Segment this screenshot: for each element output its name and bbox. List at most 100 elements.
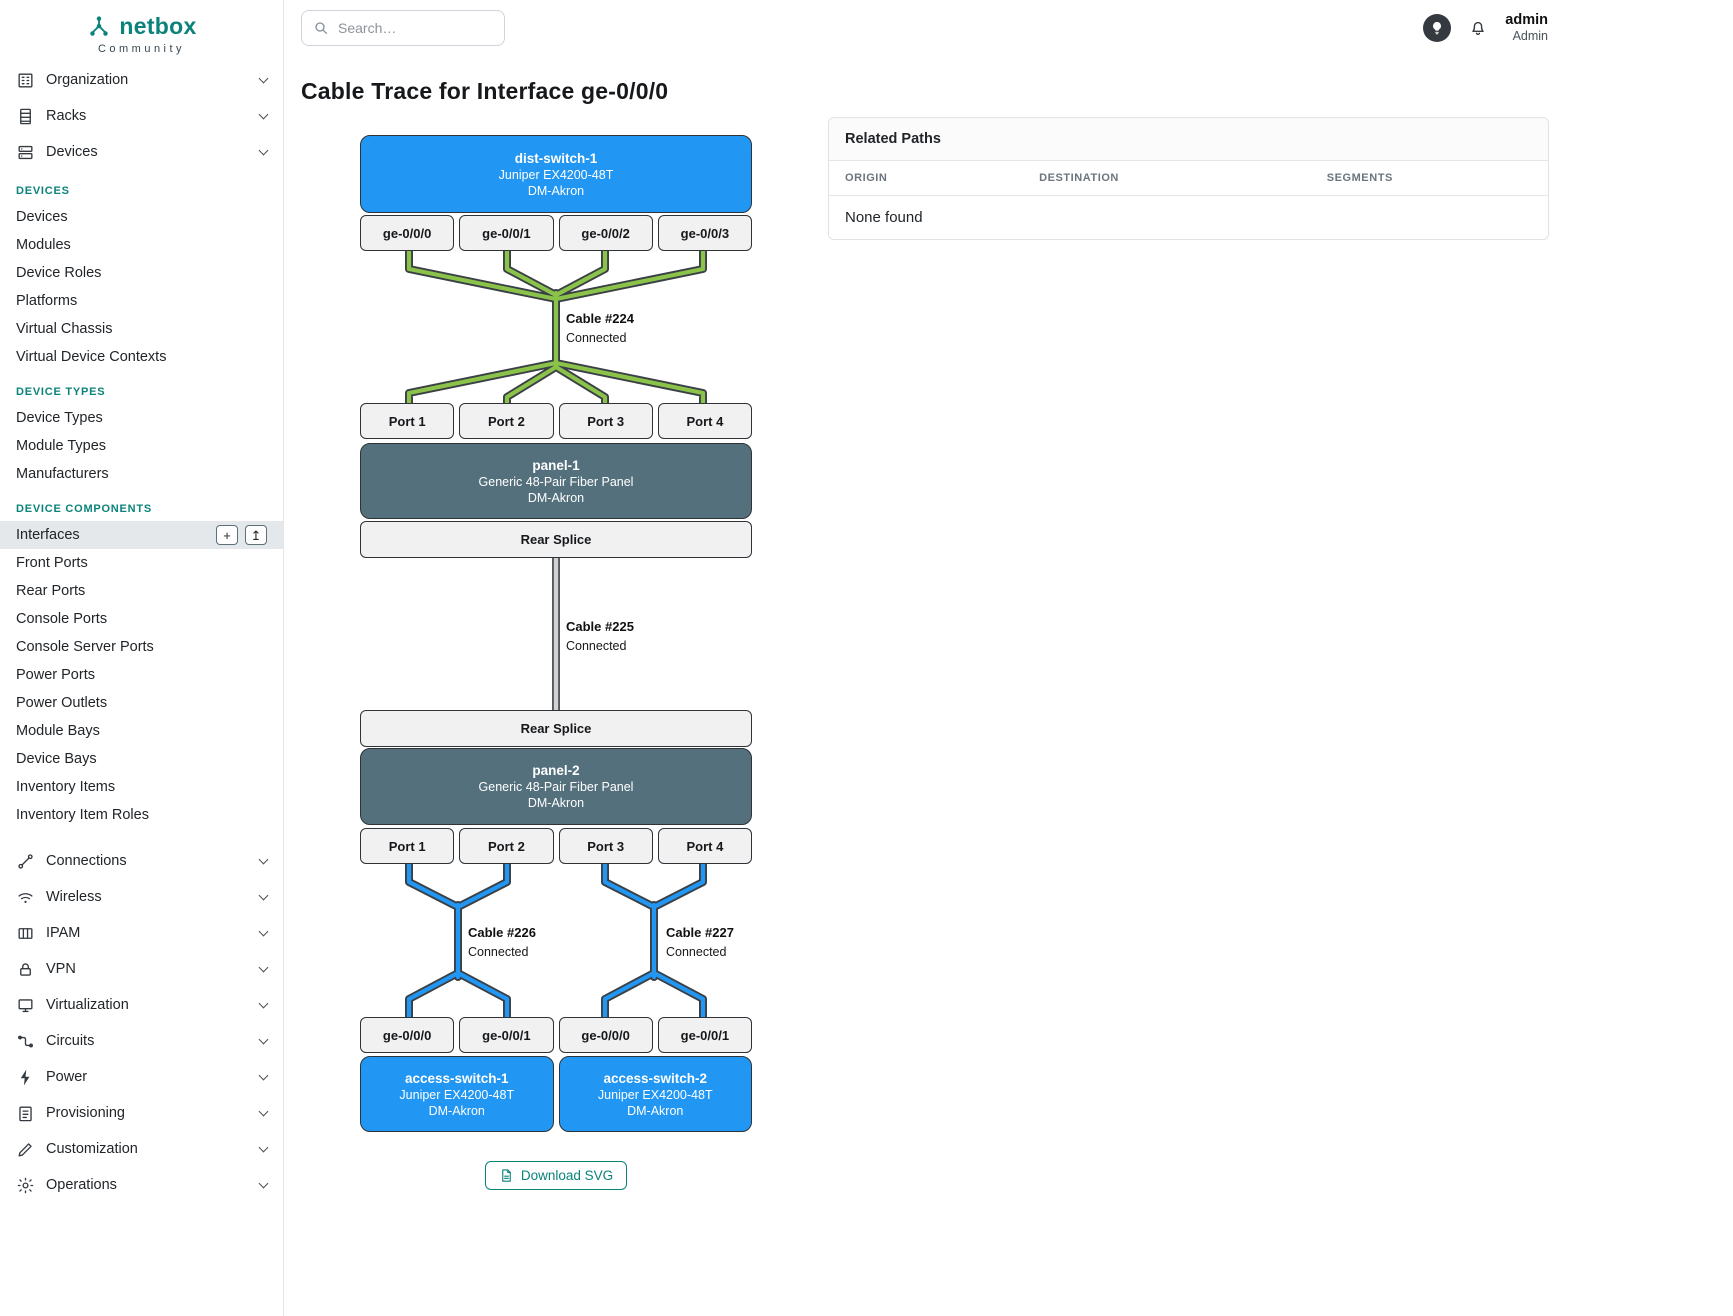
panel2-rear-splice[interactable]: Rear Splice (360, 710, 752, 747)
trace-node-panel-2[interactable]: panel-2 Generic 48-Pair Fiber Panel DM-A… (360, 748, 752, 825)
panel1-rear-splice[interactable]: Rear Splice (360, 521, 752, 558)
sidebar-item-device-bays[interactable]: Device Bays (16, 751, 97, 767)
sidebar-item-operations[interactable]: Operations (0, 1167, 283, 1203)
sidebar-item-interfaces[interactable]: Interfaces + ↥ (0, 521, 283, 549)
sidebar-item-label: Wireless (46, 889, 102, 905)
sidebar-item-label: Connections (46, 853, 127, 869)
sidebar-item-front-ports[interactable]: Front Ports (16, 555, 88, 571)
sidebar-item-inventory-item-roles[interactable]: Inventory Item Roles (16, 807, 149, 823)
sidebar-section-device-types: DEVICE TYPES (16, 386, 106, 398)
sidebar-item-label: IPAM (46, 925, 81, 941)
trace-node-dist-switch-1[interactable]: dist-switch-1 Juniper EX4200-48T DM-Akro… (360, 135, 752, 213)
sidebar-item-virtual-device-contexts[interactable]: Virtual Device Contexts (16, 349, 167, 365)
device-model: Generic 48-Pair Fiber Panel (478, 780, 634, 794)
trace-port[interactable]: ge-0/0/0 (558, 1017, 653, 1053)
operations-icon (16, 1176, 35, 1195)
trace-port[interactable]: Port 2 (459, 403, 554, 439)
device-name: dist-switch-1 (514, 150, 598, 166)
trace-port[interactable]: Port 4 (657, 403, 752, 439)
trace-port[interactable]: Port 1 (360, 828, 455, 864)
cable-name[interactable]: Cable #227 (666, 925, 734, 940)
device-model: Generic 48-Pair Fiber Panel (478, 474, 634, 489)
cable-name[interactable]: Cable #224 (566, 311, 634, 326)
download-svg-button[interactable]: Download SVG (484, 1161, 628, 1190)
notifications-button[interactable] (1468, 18, 1488, 38)
related-paths-table: ORIGIN DESTINATION SEGMENTS None found (829, 161, 1548, 239)
cable-name[interactable]: Cable #225 (566, 619, 634, 634)
brand-name: netbox (119, 13, 197, 39)
trace-port[interactable]: ge-0/0/1 (459, 215, 554, 251)
trace-node-access-switch-2[interactable]: access-switch-2 Juniper EX4200-48T DM-Ak… (558, 1056, 752, 1132)
trace-port[interactable]: Port 3 (558, 828, 653, 864)
sidebar-item-devices-group[interactable]: Devices (0, 134, 283, 170)
page-content: Cable Trace for Interface ge-0/0/0 (284, 78, 1733, 1190)
trace-port[interactable]: Port 3 (558, 403, 653, 439)
theme-toggle-button[interactable] (1423, 13, 1452, 42)
trace-port[interactable]: ge-0/0/0 (360, 1017, 455, 1053)
sidebar-item-provisioning[interactable]: Provisioning (0, 1095, 283, 1131)
trace-port[interactable]: ge-0/0/1 (657, 1017, 752, 1053)
user-name: admin (1505, 11, 1548, 28)
search-box[interactable] (301, 10, 519, 46)
sidebar-item-module-types[interactable]: Module Types (16, 438, 107, 454)
sidebar-item-organization[interactable]: Organization (0, 62, 283, 98)
sidebar-item-console-server-ports[interactable]: Console Server Ports (16, 639, 154, 655)
sidebar-item-racks[interactable]: Racks (0, 98, 283, 134)
sidebar-item-platforms[interactable]: Platforms (16, 293, 78, 309)
device-site: DM-Akron (428, 1103, 485, 1118)
cable-225-label: Cable #225 Connected (566, 617, 634, 657)
sidebar-item-customization[interactable]: Customization (0, 1131, 283, 1167)
trace-node-panel-1[interactable]: panel-1 Generic 48-Pair Fiber Panel DM-A… (360, 443, 752, 519)
device-model: Juniper EX4200-48T (399, 1087, 515, 1102)
import-button[interactable]: ↥ (245, 525, 267, 545)
trace-port[interactable]: ge-0/0/2 (558, 215, 653, 251)
chevron-down-icon (258, 1142, 269, 1153)
sidebar-bottom-groups: Connections Wireless IPAM VPN (0, 843, 283, 1203)
sidebar-item-circuits[interactable]: Circuits (0, 1023, 283, 1059)
user-menu[interactable]: admin Admin (1505, 12, 1548, 44)
sidebar-item-power-ports[interactable]: Power Ports (16, 667, 95, 683)
sidebar-item-label: Provisioning (46, 1105, 125, 1121)
trace-port[interactable]: ge-0/0/0 (360, 215, 455, 251)
sidebar-item-label: Racks (46, 108, 87, 124)
sidebar-item-rear-ports[interactable]: Rear Ports (16, 583, 86, 599)
devices-icon (16, 143, 35, 162)
brand-block[interactable]: netbox Community (0, 0, 283, 62)
lightbulb-icon (1429, 20, 1445, 36)
interfaces-quick-actions: + ↥ (216, 525, 267, 545)
sidebar-item-ipam[interactable]: IPAM (0, 915, 283, 951)
cable-226-label: Cable #226 Connected (468, 923, 536, 963)
sidebar-item-power-outlets[interactable]: Power Outlets (16, 695, 108, 711)
sidebar-item-virtualization[interactable]: Virtualization (0, 987, 283, 1023)
sidebar-item-modules[interactable]: Modules (16, 237, 71, 253)
trace-port[interactable]: Port 1 (360, 403, 455, 439)
trace-port[interactable]: ge-0/0/3 (657, 215, 752, 251)
sidebar-item-power[interactable]: Power (0, 1059, 283, 1095)
sidebar-item-connections[interactable]: Connections (0, 843, 283, 879)
sidebar-item-device-types[interactable]: Device Types (16, 410, 103, 426)
trace-port[interactable]: Port 2 (459, 828, 554, 864)
sidebar-item-manufacturers[interactable]: Manufacturers (16, 466, 109, 482)
add-button[interactable]: + (216, 525, 238, 545)
sidebar-item-vpn[interactable]: VPN (0, 951, 283, 987)
sidebar-item-device-roles[interactable]: Device Roles (16, 265, 102, 281)
trace-port[interactable]: Port 4 (657, 828, 752, 864)
trace-node-access-switch-1[interactable]: access-switch-1 Juniper EX4200-48T DM-Ak… (360, 1056, 554, 1132)
search-input[interactable] (338, 20, 519, 36)
cable-name[interactable]: Cable #226 (468, 925, 536, 940)
organization-icon (16, 71, 35, 90)
sidebar-item-virtual-chassis[interactable]: Virtual Chassis (16, 321, 113, 337)
sidebar-item-wireless[interactable]: Wireless (0, 879, 283, 915)
trace-port[interactable]: ge-0/0/1 (459, 1017, 554, 1053)
sidebar-item-label: VPN (46, 961, 76, 977)
cable-status: Connected (468, 945, 529, 960)
sidebar-item-console-ports[interactable]: Console Ports (16, 611, 108, 627)
sidebar-item-inventory-items[interactable]: Inventory Items (16, 779, 116, 795)
sidebar-item-module-bays[interactable]: Module Bays (16, 723, 100, 739)
sidebar-item-devices[interactable]: Devices (16, 209, 68, 225)
netbox-logo-icon (86, 14, 112, 40)
sidebar-item-label: Power (46, 1069, 88, 1085)
ipam-icon (16, 924, 35, 943)
chevron-down-icon (258, 854, 269, 865)
